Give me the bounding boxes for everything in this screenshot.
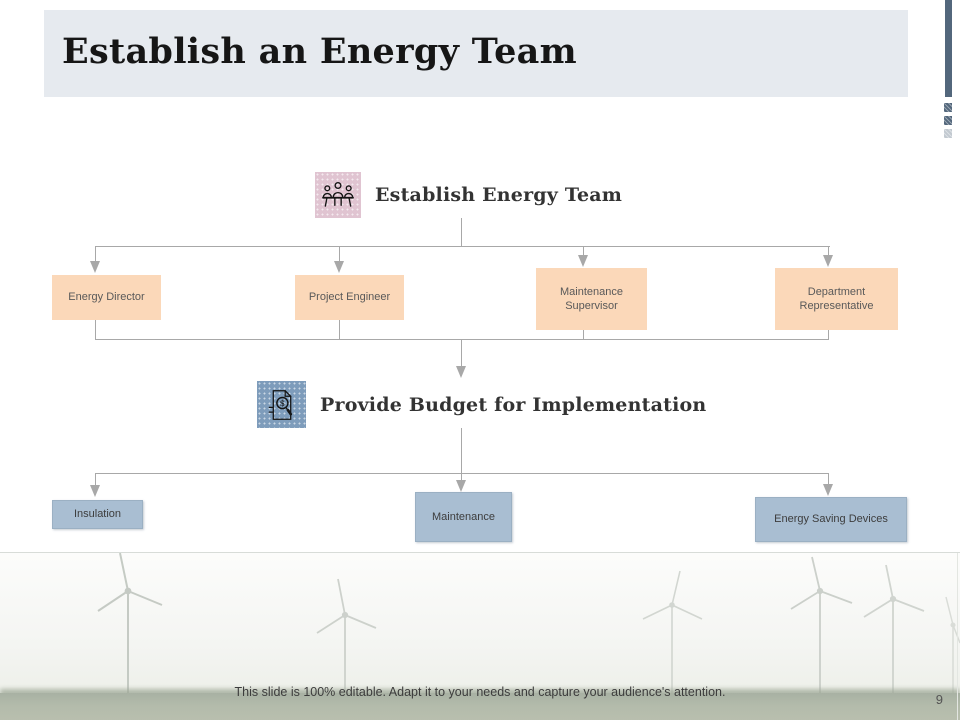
node-insulation[interactable]: Insulation [52,500,143,529]
meeting-people-icon [315,172,361,218]
level2-heading: Provide Budget for Implementation [320,393,707,416]
wind-turbines-photo: This slide is 100% editable. Adapt it to… [0,552,960,720]
title-bar: Establish an Energy Team [44,10,908,97]
connector-line [461,428,462,473]
arrow-down-icon [90,261,100,273]
node-maintenance[interactable]: Maintenance [415,492,512,542]
level2-header[interactable]: $ Provide Budget for Implementation [257,381,706,428]
connector-line [583,330,584,339]
page-title[interactable]: Establish an Energy Team [62,31,577,72]
arrow-down-icon [578,255,588,267]
connector-line [95,246,96,262]
accent-dot [944,116,952,125]
node-department-representative[interactable]: Department Representative [775,268,898,330]
arrow-down-icon [823,484,833,496]
node-label: Energy Saving Devices [774,513,888,526]
connector-line [461,473,462,481]
node-label: Maintenance Supervisor [560,285,623,312]
field-band [0,693,960,720]
level1-heading: Establish Energy Team [375,184,623,206]
node-label: Energy Director [68,291,145,304]
accent-dot [944,129,952,138]
photo-right-edge [957,553,958,720]
node-energy-director[interactable]: Energy Director [52,275,161,320]
connector-line [828,246,829,256]
arrow-down-icon [823,255,833,267]
page-number: 9 [935,692,943,707]
node-project-engineer[interactable]: Project Engineer [295,275,404,320]
connector-line [461,339,462,367]
node-label: Department Representative [799,285,874,312]
connector-line [828,330,829,339]
arrow-down-icon [334,261,344,273]
node-maintenance-supervisor[interactable]: Maintenance Supervisor [536,268,647,330]
node-label: Insulation [73,508,122,521]
budget-document-magnifier-icon: $ [257,381,306,428]
svg-text:$: $ [279,399,285,409]
connector-line [339,246,340,262]
connector-line [95,473,96,486]
node-label: Maintenance [432,510,495,523]
connector-line [95,320,96,339]
connector-line [95,246,830,247]
connector-line [461,218,462,246]
connector-line [339,320,340,339]
node-energy-saving-devices[interactable]: Energy Saving Devices [755,497,907,542]
connector-line [95,339,829,340]
connector-line [583,246,584,256]
accent-bar [945,0,952,97]
arrow-down-icon [90,485,100,497]
connector-line [95,473,829,474]
node-label: Project Engineer [308,291,391,304]
footer-note: This slide is 100% editable. Adapt it to… [234,685,726,699]
arrow-down-icon [456,480,466,492]
accent-dot [944,103,952,112]
level1-header[interactable]: Establish Energy Team [315,172,622,218]
connector-line [828,473,829,485]
arrow-down-icon [456,366,466,378]
